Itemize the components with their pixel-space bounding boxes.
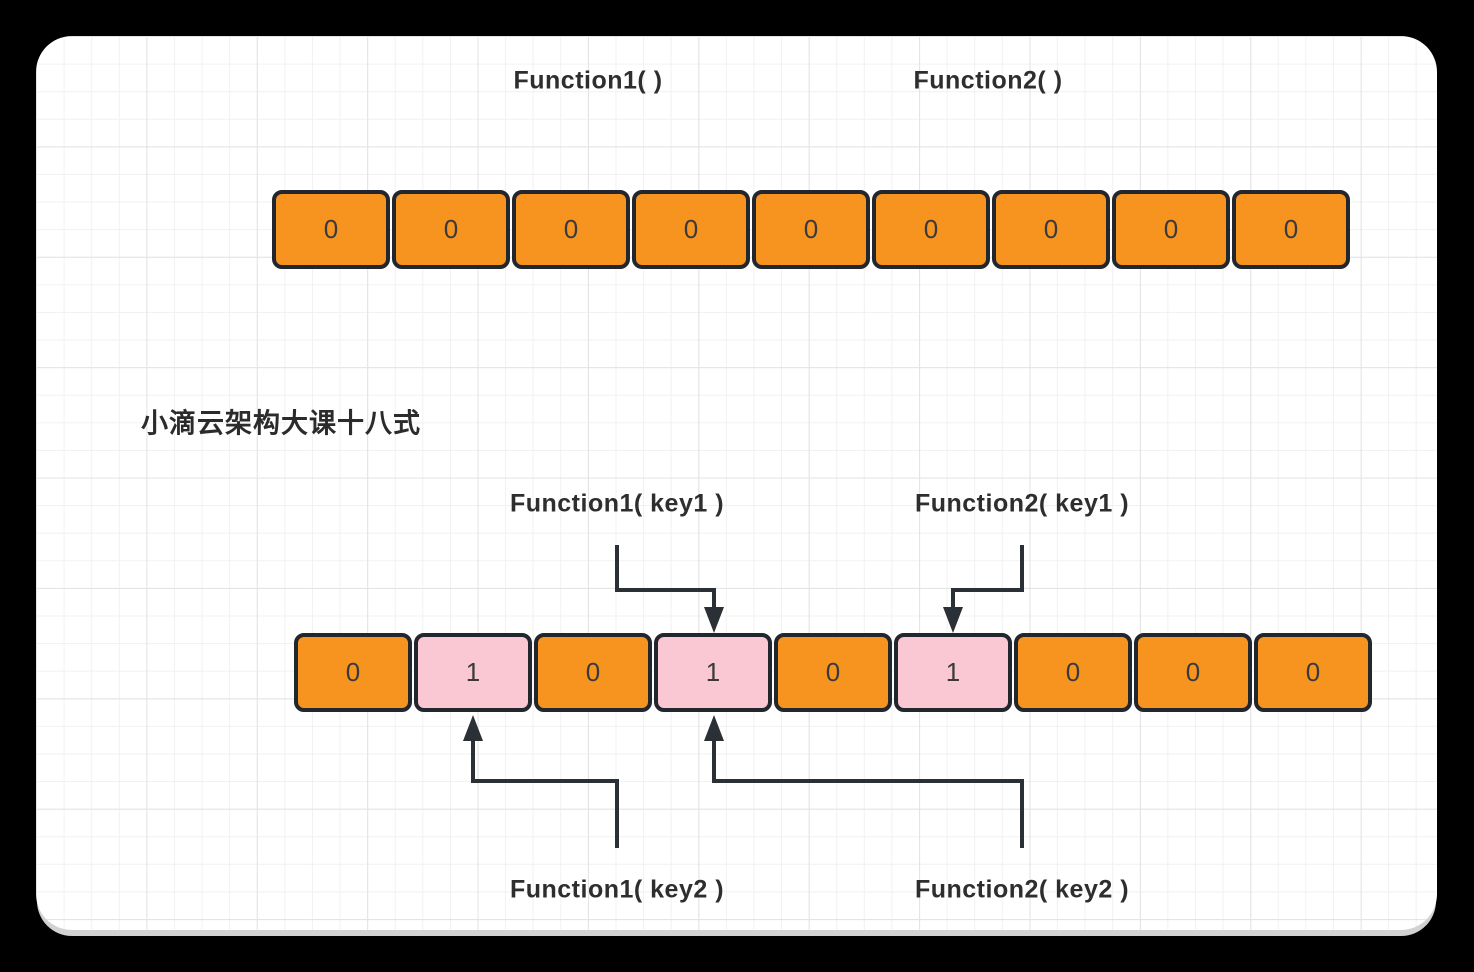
bit-cell: 0 [1232, 190, 1350, 269]
bit-cell: 0 [774, 633, 892, 712]
bit-cell: 1 [654, 633, 772, 712]
bit-cell: 0 [512, 190, 630, 269]
label-function1-key2: Function1( key2 ) [509, 875, 725, 904]
arrowhead-down-icon [943, 607, 963, 633]
label-function1-empty: Function1( ) [513, 66, 663, 95]
bit-cell: 0 [534, 633, 652, 712]
bit-cell: 0 [752, 190, 870, 269]
bit-cell: 0 [1112, 190, 1230, 269]
bit-cell: 0 [1134, 633, 1252, 712]
label-function2-empty: Function2( ) [913, 66, 1063, 95]
bit-cell: 0 [1254, 633, 1372, 712]
arrowhead-up-icon [463, 715, 483, 741]
arrow-function1-key2 [463, 715, 619, 848]
arrowhead-down-icon [704, 607, 724, 633]
bit-cell: 0 [872, 190, 990, 269]
bit-cell: 0 [392, 190, 510, 269]
bit-cell: 1 [414, 633, 532, 712]
bit-cell: 0 [992, 190, 1110, 269]
watermark-text: 小滴云架构大课十八式 [141, 408, 421, 439]
bit-cell: 0 [1014, 633, 1132, 712]
label-function2-key1: Function2( key1 ) [914, 489, 1130, 518]
label-function2-key2: Function2( key2 ) [914, 875, 1130, 904]
bit-cell: 0 [632, 190, 750, 269]
bit-array-initial: 0 0 0 0 0 0 0 0 0 [272, 190, 1350, 269]
label-function1-key1: Function1( key1 ) [509, 489, 725, 518]
bit-cell: 1 [894, 633, 1012, 712]
arrowhead-up-icon [704, 715, 724, 741]
arrow-overlay [463, 545, 1024, 848]
bit-array-after-insert: 0 1 0 1 0 1 0 0 0 [294, 633, 1372, 712]
arrow-function2-key1 [943, 545, 1024, 633]
whiteboard-card: Function1( ) Function2( ) 0 0 0 0 0 0 0 … [36, 36, 1437, 930]
bit-cell: 0 [272, 190, 390, 269]
arrow-function2-key2 [704, 715, 1024, 848]
bit-cell: 0 [294, 633, 412, 712]
arrow-function1-key1 [615, 545, 724, 633]
